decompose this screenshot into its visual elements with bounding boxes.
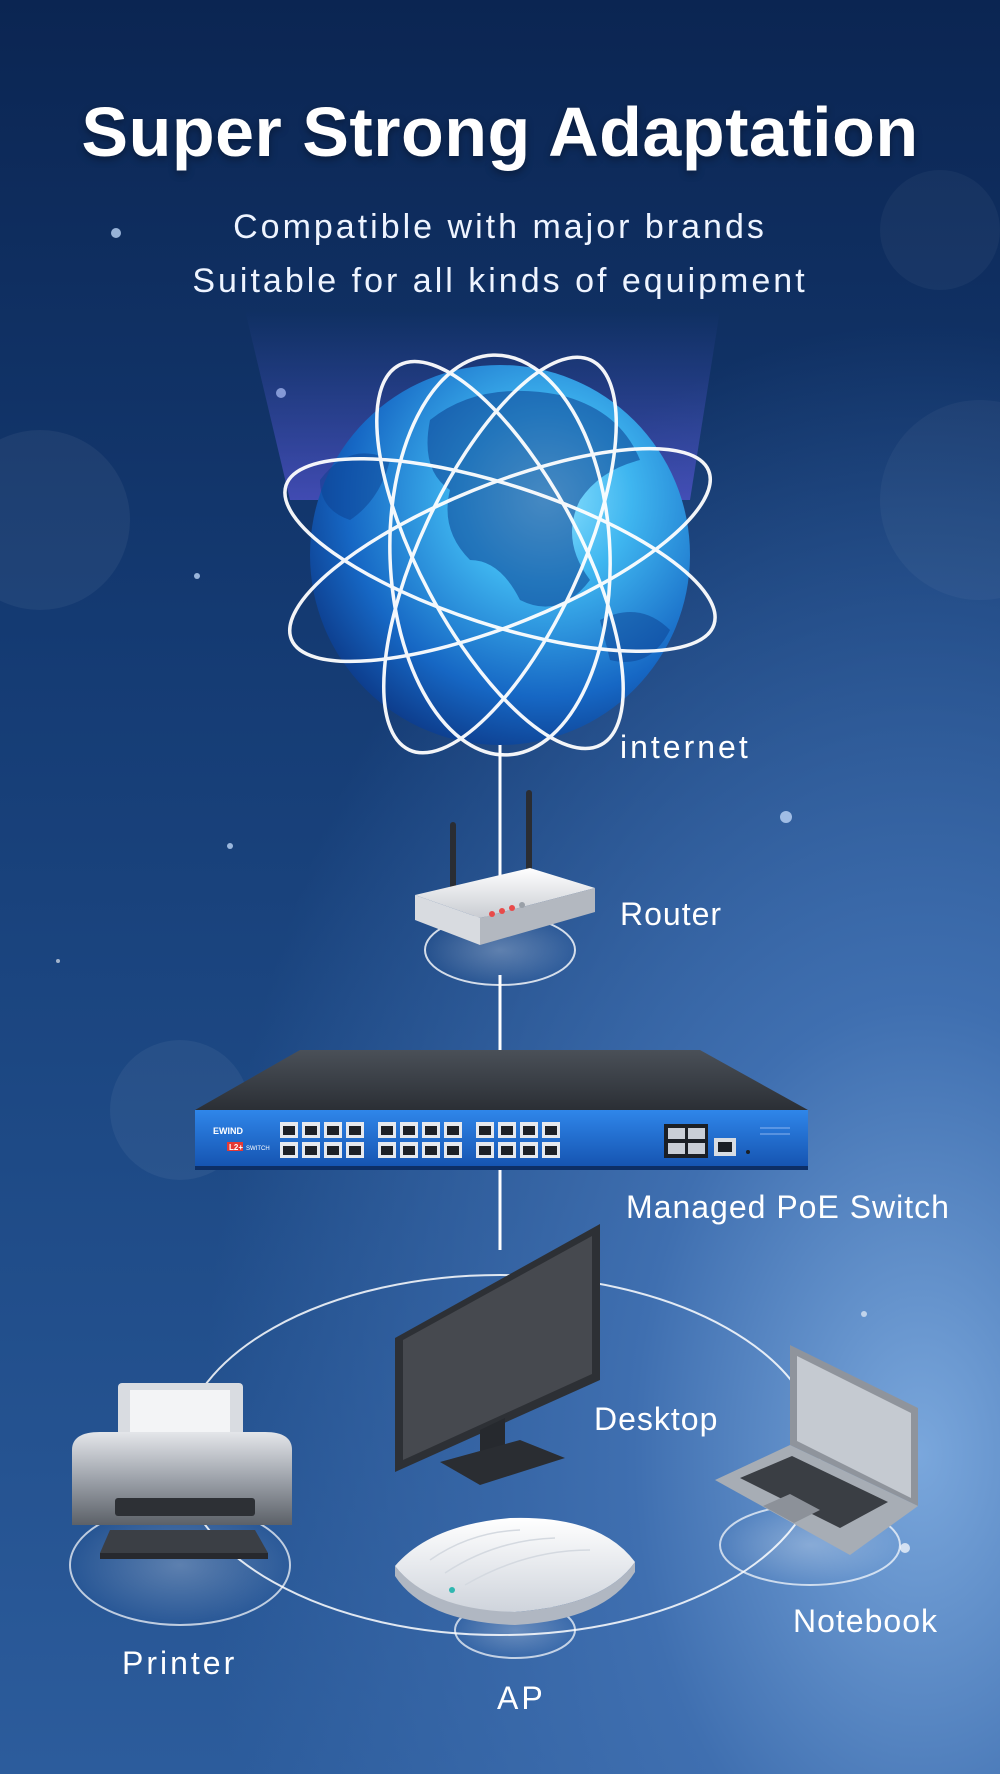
printer-label: Printer [122, 1645, 238, 1681]
switch-ports [280, 1122, 560, 1158]
switch-port-socket [349, 1126, 361, 1135]
switch-port-socket [523, 1146, 535, 1155]
switch-port-socket [479, 1126, 491, 1135]
desktop-label: Desktop [594, 1401, 719, 1437]
switch-port-socket [403, 1126, 415, 1135]
switch-port-socket [283, 1146, 295, 1155]
switch-port-socket [305, 1146, 317, 1155]
switch-port-socket [425, 1126, 437, 1135]
switch-port-socket [479, 1146, 491, 1155]
switch-badge-text: L2+ [229, 1143, 243, 1152]
switch-port-socket [403, 1146, 415, 1155]
switch-port-socket [305, 1126, 317, 1135]
ap-label: AP [497, 1680, 546, 1716]
switch-port-socket [545, 1126, 557, 1135]
switch-port-socket [501, 1146, 513, 1155]
switch-port-socket [523, 1126, 535, 1135]
subtitle-line-1: Compatible with major brands [233, 208, 767, 246]
switch-port-socket [381, 1126, 393, 1135]
switch-port-socket [545, 1146, 557, 1155]
switch-port-socket [447, 1126, 459, 1135]
access-point-icon [395, 1517, 635, 1659]
printer-icon [69, 1383, 292, 1626]
switch-port-socket [327, 1146, 339, 1155]
switch-port-socket [283, 1126, 295, 1135]
switch-icon: EWIND L2+ SWITCH [195, 1050, 808, 1170]
switch-label: Managed PoE Switch [626, 1189, 950, 1225]
page-title: Super Strong Adaptation [81, 93, 919, 171]
internet-label: internet [620, 729, 751, 765]
switch-brand-text: EWIND [213, 1126, 243, 1136]
switch-port-socket [501, 1126, 513, 1135]
switch-port-socket [381, 1146, 393, 1155]
router-label: Router [620, 896, 723, 932]
router-icon [415, 790, 595, 986]
notebook-label: Notebook [793, 1603, 938, 1639]
switch-port-socket [447, 1146, 459, 1155]
laptop-icon [715, 1345, 918, 1586]
background-bokeh [0, 170, 1000, 1553]
switch-port-socket [349, 1146, 361, 1155]
switch-badge-suffix-text: SWITCH [246, 1146, 270, 1152]
switch-port-socket [425, 1146, 437, 1155]
subtitle-line-2: Suitable for all kinds of equipment [192, 262, 808, 300]
switch-port-socket [327, 1126, 339, 1135]
globe-icon [283, 353, 717, 757]
monitor-icon [395, 1224, 600, 1485]
